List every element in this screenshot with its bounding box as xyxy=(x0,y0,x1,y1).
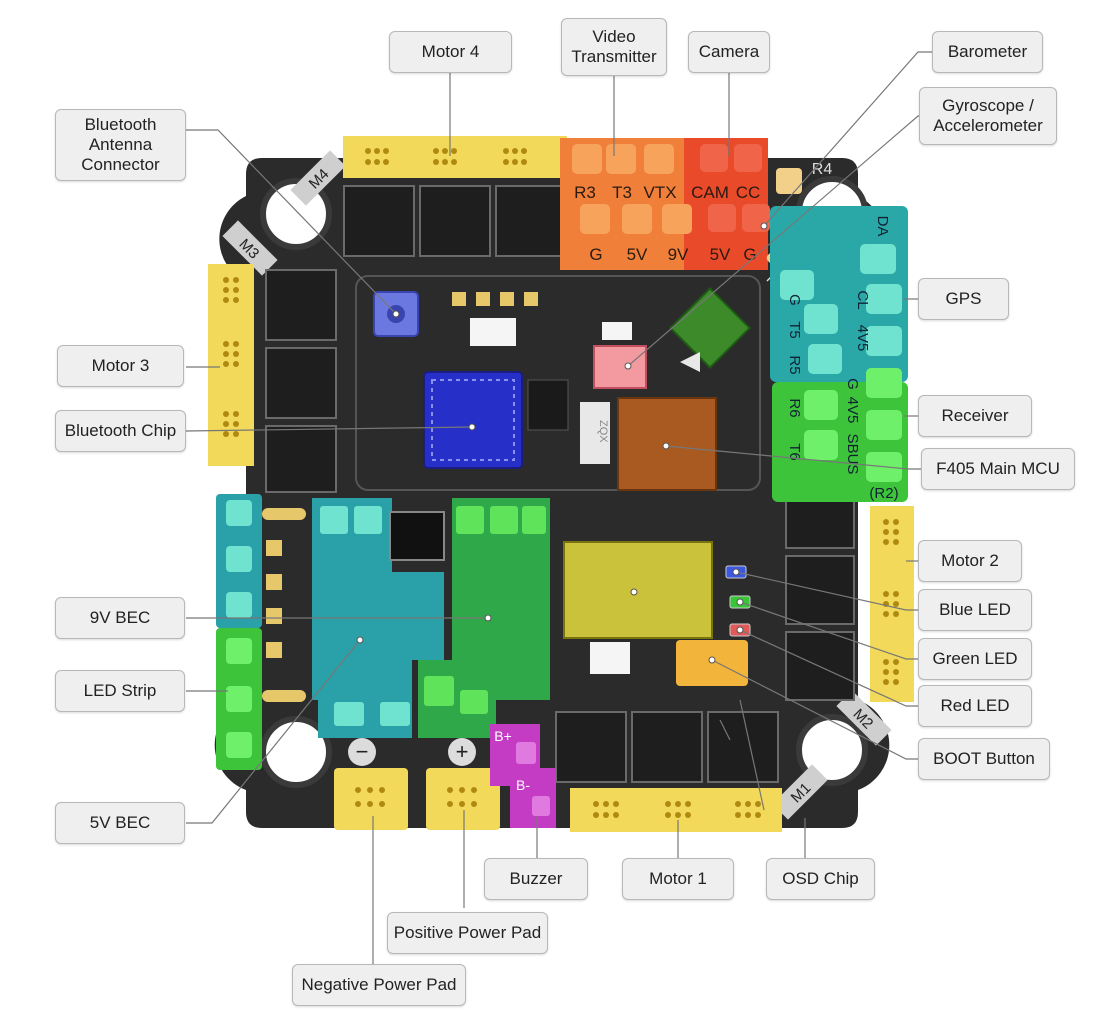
callout-bt-antenna: Bluetooth Antenna Connector xyxy=(55,109,186,181)
svg-text:T3: T3 xyxy=(612,183,632,202)
svg-text:G: G xyxy=(786,294,803,306)
zqx-mark: ZQX xyxy=(597,420,609,443)
vtx-cam-labels: R3 T3 VTX CAM CC G 5V 9V 5V G xyxy=(574,183,760,264)
callout-neg-pad: Negative Power Pad xyxy=(292,964,466,1006)
svg-text:G: G xyxy=(844,378,861,390)
svg-text:SBUS: SBUS xyxy=(844,434,861,475)
mosfets-left xyxy=(265,269,337,493)
osd-chip xyxy=(563,541,713,639)
svg-text:5V: 5V xyxy=(710,245,731,264)
callout-red-led: Red LED xyxy=(918,685,1032,727)
core-outline xyxy=(355,275,761,491)
motor3-pads xyxy=(208,264,254,466)
callout-motor4: Motor 4 xyxy=(389,31,512,73)
svg-text:T6: T6 xyxy=(786,443,803,461)
callout-gyroscope: Gyroscope / Accelerometer xyxy=(919,87,1057,145)
svg-text:G: G xyxy=(743,245,756,264)
callout-bec9v: 9V BEC xyxy=(55,597,185,639)
callout-receiver: Receiver xyxy=(918,395,1032,437)
callout-camera: Camera xyxy=(688,31,770,73)
callout-bec5v: 5V BEC xyxy=(55,802,185,844)
bec-5v-pads xyxy=(320,506,410,726)
motor4-pads xyxy=(343,136,567,178)
positive-power-pad: + xyxy=(426,738,500,830)
svg-text:R5: R5 xyxy=(786,355,803,374)
callout-gps: GPS xyxy=(918,278,1009,320)
svg-text:CAM: CAM xyxy=(691,183,729,202)
svg-text:VTX: VTX xyxy=(643,183,676,202)
svg-text:T5: T5 xyxy=(786,321,803,339)
svg-text:9V: 9V xyxy=(668,245,689,264)
callout-video-transmitter: Video Transmitter xyxy=(561,18,667,76)
svg-text:4V5: 4V5 xyxy=(854,325,871,352)
callout-osd-chip: OSD Chip xyxy=(766,858,875,900)
r4-pad xyxy=(776,168,802,194)
callout-motor1: Motor 1 xyxy=(622,858,734,900)
svg-text:R6: R6 xyxy=(786,398,803,417)
svg-text:CC: CC xyxy=(736,183,761,202)
mosfets-top xyxy=(343,185,567,257)
black-capacitors xyxy=(389,511,445,561)
white-component xyxy=(470,318,516,346)
leader-dots xyxy=(356,222,768,664)
bluetooth-chip xyxy=(423,371,523,469)
callout-f405: F405 Main MCU xyxy=(921,448,1075,490)
svg-text:DA: DA xyxy=(874,216,891,237)
led-strip-gold-pads xyxy=(262,508,306,702)
dark-component xyxy=(527,379,569,431)
r4-label: R4 xyxy=(812,161,833,178)
callout-barometer: Barometer xyxy=(932,31,1043,73)
gps-labels: DA CL G T5 4V5 R5 xyxy=(786,216,891,375)
bec-9v-pads xyxy=(424,506,546,714)
callout-bt-chip: Bluetooth Chip xyxy=(55,410,186,452)
callout-buzzer: Buzzer xyxy=(484,858,588,900)
callout-green-led: Green LED xyxy=(918,638,1032,680)
svg-text:G: G xyxy=(589,245,602,264)
svg-text:R3: R3 xyxy=(574,183,596,202)
svg-text:4V5: 4V5 xyxy=(844,397,861,424)
svg-text:5V: 5V xyxy=(627,245,648,264)
gyroscope-chip xyxy=(593,345,647,389)
callout-pos-pad: Positive Power Pad xyxy=(387,912,548,954)
small-pads-row xyxy=(452,292,538,306)
corner-label-m3: M3 xyxy=(222,220,278,276)
mount-hole-bottom-right xyxy=(796,714,868,786)
barometer-chip xyxy=(668,286,752,370)
white-component-2 xyxy=(590,642,630,674)
callout-boot-button: BOOT Button xyxy=(918,738,1050,780)
leader-lines xyxy=(185,51,934,964)
svg-text:B-: B- xyxy=(516,777,530,793)
bluetooth-chip-inner xyxy=(431,379,515,461)
svg-text:+: + xyxy=(456,739,469,764)
gyro-inner xyxy=(602,322,632,340)
callout-motor2: Motor 2 xyxy=(918,540,1022,582)
svg-text:B+: B+ xyxy=(494,728,512,744)
callout-led-strip: LED Strip xyxy=(55,670,185,712)
gps-pads xyxy=(780,244,902,374)
led-strip-pads xyxy=(226,500,252,758)
callout-blue-led: Blue LED xyxy=(918,589,1032,631)
negative-power-pad: − xyxy=(334,738,408,830)
svg-text:−: − xyxy=(356,739,369,764)
buzzer-pads: B+ B- xyxy=(490,724,556,828)
mosfets-bottom xyxy=(555,711,779,783)
orientation-arrow xyxy=(680,352,700,372)
callout-motor3: Motor 3 xyxy=(57,345,184,387)
motor1-pads xyxy=(570,788,782,832)
svg-text:CL: CL xyxy=(854,290,871,309)
svg-text:(R2): (R2) xyxy=(869,485,898,502)
zqx-chip xyxy=(580,402,610,464)
